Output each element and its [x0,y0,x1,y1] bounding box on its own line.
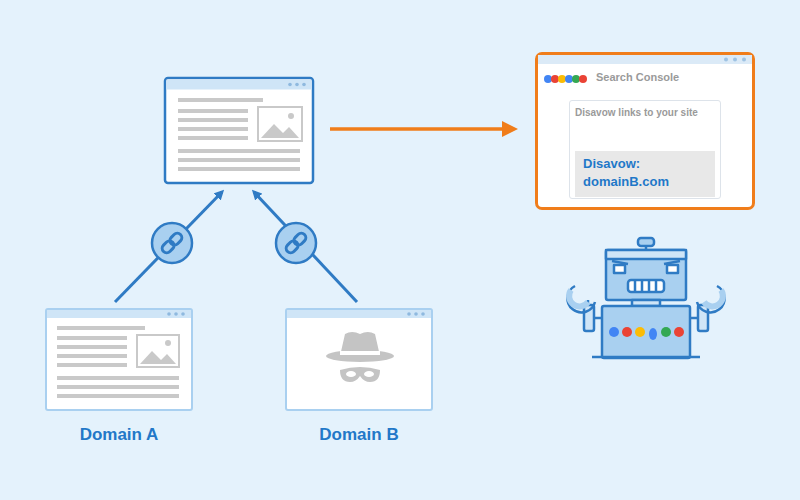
box-label: Disavow: domainB.com [583,155,709,191]
window-content [47,310,191,409]
box-label: Domain B [277,425,441,445]
disavow-arrow [330,127,512,131]
box-label: Search Console [596,71,679,83]
disavow-entry: Disavow: domainB.com [575,151,715,197]
link-arrow [115,192,357,302]
search-console-window: Search ConsoleDisavow links to your site… [535,52,755,210]
domain-window: Domain B [285,308,433,411]
box-label: Domain A [37,425,201,445]
link-icon [152,223,316,263]
disavow-panel: Disavow links to your siteDisavow: domai… [569,100,721,199]
window-content [287,310,431,409]
domain-window: Domain A [45,308,193,411]
spy-icon [326,332,394,382]
box-label: Disavow links to your site [575,107,716,118]
googlebot [567,238,724,358]
web-page [165,78,313,183]
